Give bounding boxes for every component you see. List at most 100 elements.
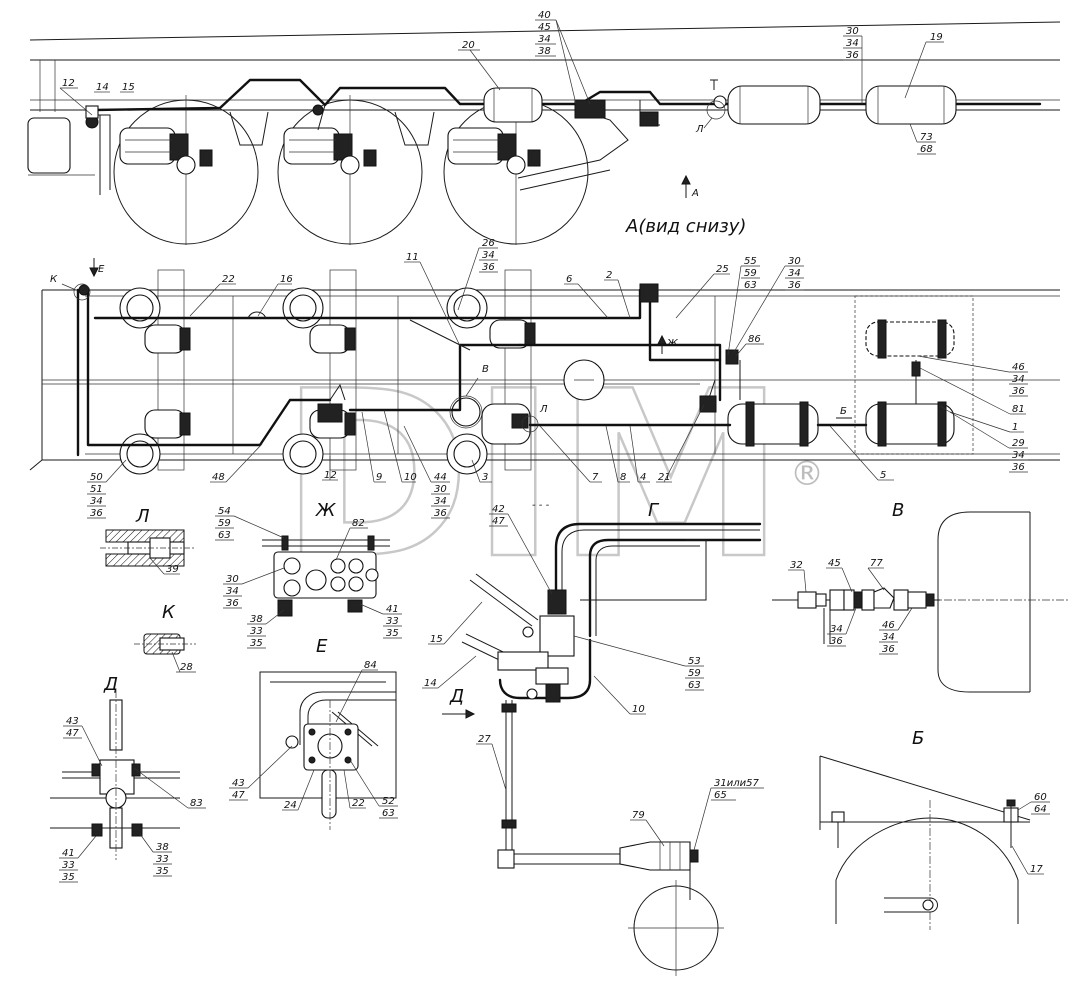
plan-arrows: Е К Ж Б В Л xyxy=(50,258,852,433)
svg-text:51: 51 xyxy=(90,484,103,495)
svg-text:34: 34 xyxy=(846,38,859,49)
svg-text:25: 25 xyxy=(716,264,729,275)
svg-text:34: 34 xyxy=(788,268,801,279)
svg-text:32: 32 xyxy=(790,560,803,571)
svg-text:2: 2 xyxy=(606,270,612,281)
svg-text:44: 44 xyxy=(434,472,447,483)
svg-text:65: 65 xyxy=(714,790,727,801)
callout-12-top: 12 xyxy=(62,78,75,89)
svg-text:27: 27 xyxy=(478,734,491,745)
svg-text:36: 36 xyxy=(846,50,859,61)
brake-chamber-1 xyxy=(119,127,213,175)
svg-text:30: 30 xyxy=(226,574,239,585)
svg-text:5: 5 xyxy=(880,470,886,481)
plan-valves xyxy=(78,283,921,429)
svg-text:46: 46 xyxy=(1012,362,1025,373)
svg-text:33: 33 xyxy=(386,616,399,627)
svg-text:59: 59 xyxy=(218,518,231,529)
svg-text:47: 47 xyxy=(492,516,505,527)
svg-text:45: 45 xyxy=(538,22,551,33)
svg-text:35: 35 xyxy=(62,872,75,883)
arrow-d: Д xyxy=(442,686,476,719)
svg-text:Г: Г xyxy=(648,500,660,521)
svg-text:59: 59 xyxy=(744,268,757,279)
callout-19: 19 xyxy=(930,32,943,43)
svg-text:59: 59 xyxy=(688,668,701,679)
svg-text:Е: Е xyxy=(98,264,105,275)
svg-text:29: 29 xyxy=(1012,438,1025,449)
svg-text:53: 53 xyxy=(688,656,701,667)
watermark-registered: ® xyxy=(790,454,824,494)
svg-text:30: 30 xyxy=(434,484,447,495)
svg-text:36: 36 xyxy=(482,262,495,273)
svg-text:81: 81 xyxy=(1012,404,1025,415)
svg-text:38: 38 xyxy=(538,46,551,57)
svg-text:11: 11 xyxy=(406,252,419,263)
svg-text:6: 6 xyxy=(566,274,572,285)
svg-text:45: 45 xyxy=(828,558,841,569)
svg-text:34: 34 xyxy=(482,250,495,261)
svg-text:31или57: 31или57 xyxy=(714,778,759,789)
svg-text:21: 21 xyxy=(658,472,671,483)
svg-text:36: 36 xyxy=(434,508,447,519)
svg-text:60: 60 xyxy=(1034,792,1047,803)
svg-text:22: 22 xyxy=(352,798,365,809)
svg-text:34: 34 xyxy=(538,34,551,45)
svg-text:83: 83 xyxy=(190,798,203,809)
svg-text:26: 26 xyxy=(482,238,495,249)
svg-text:84: 84 xyxy=(364,660,377,671)
svg-text:10: 10 xyxy=(404,472,417,483)
svg-text:34: 34 xyxy=(434,496,447,507)
detail-d: Д 43 47 83 41 33 35 xyxy=(50,674,206,883)
svg-text:79: 79 xyxy=(632,810,645,821)
detail-e: 84 43 47 24 22 52 63 xyxy=(229,660,398,830)
svg-text:30: 30 xyxy=(846,26,859,37)
view-a-arrow: А xyxy=(681,174,699,199)
brake-chamber-3 xyxy=(447,127,541,175)
svg-text:47: 47 xyxy=(66,728,79,739)
plan-pipes xyxy=(76,288,917,457)
svg-text:46: 46 xyxy=(882,620,895,631)
svg-text:33: 33 xyxy=(156,854,169,865)
air-receiver-20 xyxy=(483,87,543,123)
svg-text:34: 34 xyxy=(226,586,239,597)
svg-text:43: 43 xyxy=(232,778,245,789)
svg-text:73: 73 xyxy=(920,132,933,143)
svg-text:1: 1 xyxy=(1012,422,1018,433)
svg-text:В: В xyxy=(892,500,904,521)
svg-text:7: 7 xyxy=(592,472,599,483)
svg-text:41: 41 xyxy=(62,848,75,859)
svg-text:22: 22 xyxy=(222,274,235,285)
callout-40-stack: 40 45 34 38 xyxy=(535,10,591,105)
svg-text:16: 16 xyxy=(280,274,293,285)
svg-text:Л: Л xyxy=(135,506,150,527)
svg-text:36: 36 xyxy=(788,280,801,291)
callout-14-top: 14 xyxy=(96,82,109,93)
svg-text:Д: Д xyxy=(103,674,118,695)
svg-text:8: 8 xyxy=(620,472,626,483)
svg-text:34: 34 xyxy=(830,624,843,635)
view-a-title: А(вид снизу) xyxy=(625,216,746,237)
svg-text:36: 36 xyxy=(90,508,103,519)
svg-text:35: 35 xyxy=(250,638,263,649)
svg-text:Ж: Ж xyxy=(666,338,679,349)
svg-text:55: 55 xyxy=(744,256,757,267)
svg-text:12: 12 xyxy=(324,470,337,481)
svg-text:64: 64 xyxy=(1034,804,1047,815)
svg-text:68: 68 xyxy=(920,144,933,155)
svg-text:40: 40 xyxy=(538,10,551,21)
svg-text:36: 36 xyxy=(882,644,895,655)
svg-text:38: 38 xyxy=(156,842,169,853)
svg-text:28: 28 xyxy=(180,662,193,673)
svg-text:82: 82 xyxy=(352,518,365,529)
svg-text:34: 34 xyxy=(882,632,895,643)
svg-text:41: 41 xyxy=(386,604,399,615)
svg-text:А: А xyxy=(691,188,699,199)
svg-text:43: 43 xyxy=(66,716,79,727)
svg-text:34: 34 xyxy=(90,496,103,507)
svg-text:24: 24 xyxy=(284,800,297,811)
svg-text:Ж: Ж xyxy=(315,500,336,521)
callout-l-top: Л xyxy=(695,124,704,135)
